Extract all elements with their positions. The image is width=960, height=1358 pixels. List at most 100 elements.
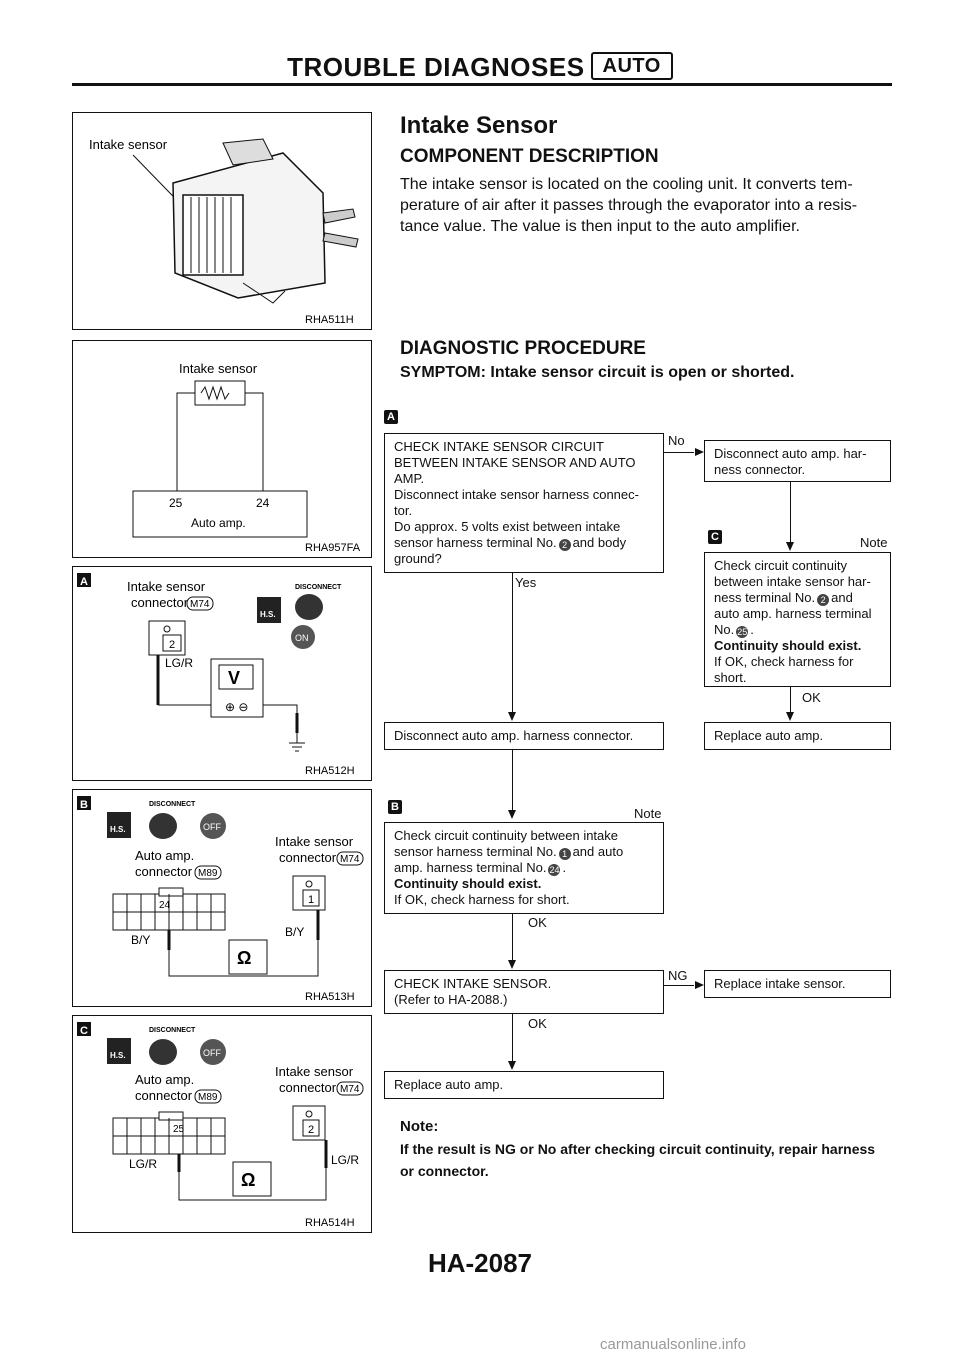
fig5-amp-label2: connector <box>135 1088 193 1103</box>
fig2-unit: Auto amp. <box>191 516 246 530</box>
flow-label-no: No <box>668 433 685 448</box>
fig4-amp-label2: connector <box>135 864 193 879</box>
flow-label-ok1: OK <box>802 690 821 705</box>
svg-text:M89: M89 <box>198 1092 218 1103</box>
terminal-badge: 1 <box>558 848 571 860</box>
fig5-tag: C <box>80 1025 88 1037</box>
flow-box-check-circuit: CHECK INTAKE SENSOR CIRCUIT BETWEEN INTA… <box>384 433 664 573</box>
section-title: Intake Sensor <box>400 112 558 139</box>
arrow-down-icon <box>508 960 516 969</box>
ignition-key-icon <box>200 1039 226 1065</box>
fig5-sensor-pin: 2 <box>308 1124 314 1136</box>
figure-continuity-check-c: C H.S. DISCONNECT OFF Auto amp. connecto… <box>72 1015 372 1233</box>
arrow-right-icon <box>695 448 704 456</box>
fig4-wire-right: B/Y <box>285 925 304 939</box>
page-number: HA-2087 <box>427 1248 533 1278</box>
svg-text:OFF: OFF <box>203 822 221 832</box>
flow-tag-c: C <box>708 530 722 544</box>
fig3-disconnect: DISCONNECT <box>295 584 342 591</box>
fig5-code: RHA514H <box>305 1217 355 1229</box>
fig4-disconnect: DISCONNECT <box>149 801 196 808</box>
fig5-sensor-label1: Intake sensor <box>275 1064 354 1079</box>
cooling-unit-illustration: Intake sensor RHA511H <box>89 137 359 326</box>
flow-box-replace-amp-1: Replace auto amp. <box>704 722 891 750</box>
fig5-meter-label: Ω <box>241 1170 255 1190</box>
note-title: Note: <box>400 1118 439 1135</box>
flow-label-yes: Yes <box>515 575 537 590</box>
fig3-code: RHA512H <box>305 765 355 777</box>
fig1-code: RHA511H <box>305 314 354 326</box>
fig4-amp-label1: Auto amp. <box>135 848 194 863</box>
svg-text:⊕ ⊖: ⊕ ⊖ <box>225 700 248 714</box>
svg-text:OFF: OFF <box>203 1048 221 1058</box>
fig3-conn-id: M74 <box>190 599 210 610</box>
fig5-wire-left: LG/R <box>129 1157 157 1171</box>
disconnect-icon <box>295 594 323 620</box>
arrow-down-icon <box>786 542 794 551</box>
figure-continuity-check-b: B H.S. DISCONNECT OFF Auto amp. connecto… <box>72 789 372 1007</box>
terminal-badge: 2 <box>558 539 571 551</box>
figure-cooling-unit: Intake sensor RHA511H <box>72 112 372 330</box>
note-block: Note: If the result is NG or No after ch… <box>400 1116 900 1182</box>
ignition-key-icon <box>200 813 226 839</box>
figure-intake-sensor-circuit: Intake sensor 25 24 Auto amp. RHA957FA <box>72 340 372 558</box>
fig4-amp-pin: 24 <box>159 900 171 911</box>
component-description: The intake sensor is located on the cool… <box>400 176 858 235</box>
watermark: carmanualsonline.info <box>600 1336 746 1353</box>
fig4-sensor-pin: 1 <box>308 894 314 906</box>
fig5-sensor-label2: connector <box>279 1080 337 1095</box>
figure-voltage-check: A Intake sensor connector M74 2 LG/R V ⊕… <box>72 566 372 781</box>
fig2-code: RHA957FA <box>305 542 361 554</box>
hs-icon <box>107 812 131 838</box>
diagnostic-procedure-heading: DIAGNOSTIC PROCEDURE <box>400 338 646 359</box>
header-title: TROUBLE DIAGNOSES <box>287 52 585 82</box>
header-badge: AUTO <box>590 52 673 80</box>
fig2-label: Intake sensor <box>179 361 258 376</box>
header-rule <box>72 83 892 86</box>
arrow-down-icon <box>508 1061 516 1070</box>
fig2-pin-right: 24 <box>256 496 270 510</box>
terminal-badge: 2 <box>817 594 830 606</box>
arrow-down-icon <box>508 810 516 819</box>
fig4-tag: B <box>80 799 88 811</box>
hs-icon <box>107 1038 131 1064</box>
flow-tag-a: A <box>384 410 398 424</box>
fig1-label: Intake sensor <box>89 137 168 152</box>
flow-box-replace-amp-2: Replace auto amp. <box>384 1071 664 1099</box>
fig3-conn-label1: Intake sensor <box>127 579 206 594</box>
disconnect-icon <box>149 813 177 839</box>
flow-box-disconnect-amp-harness: Disconnect auto amp. harness connector. <box>384 722 664 750</box>
svg-text:M74: M74 <box>340 854 360 865</box>
fig4-meter-label: Ω <box>237 948 251 968</box>
fig4-code: RHA513H <box>305 991 355 1003</box>
component-description-heading: COMPONENT DESCRIPTION <box>400 146 659 167</box>
fig5-disconnect: DISCONNECT <box>149 1027 196 1034</box>
fig3-pin: 2 <box>169 639 175 651</box>
fig3-conn-label2: connector <box>131 595 189 610</box>
svg-text:H.S.: H.S. <box>110 1051 126 1060</box>
fig5-amp-label1: Auto amp. <box>135 1072 194 1087</box>
fig3-tag: A <box>80 576 88 588</box>
flow-box-replace-sensor: Replace intake sensor. <box>704 970 891 998</box>
svg-text:H.S.: H.S. <box>260 610 276 619</box>
arrow-down-icon <box>508 712 516 721</box>
arrow-right-icon <box>695 981 704 989</box>
disconnect-icon <box>149 1039 177 1065</box>
flow-box-check-continuity-c: Check circuit continuity between intake … <box>704 552 891 687</box>
flow-label-note2: Note <box>634 806 662 821</box>
fig5-wire-right: LG/R <box>331 1153 359 1167</box>
flow-label-ok2: OK <box>528 915 547 930</box>
arrow-down-icon <box>786 712 794 721</box>
fig2-pin-left: 25 <box>169 496 183 510</box>
fig5-amp-pin: 25 <box>173 1124 185 1135</box>
fig3-meter-label: V <box>228 668 240 688</box>
fig4-sensor-label1: Intake sensor <box>275 834 354 849</box>
svg-text:ON: ON <box>295 633 309 643</box>
flow-label-ok3: OK <box>528 1016 547 1031</box>
fig4-sensor-label2: connector <box>279 850 337 865</box>
flow-label-note1: Note <box>860 535 888 550</box>
flow-box-check-continuity-b: Check circuit continuity between intake … <box>384 822 664 914</box>
flow-tag-b: B <box>388 800 402 814</box>
flow-box-disconnect-amp: Disconnect auto amp. har- ness connector… <box>704 440 891 482</box>
